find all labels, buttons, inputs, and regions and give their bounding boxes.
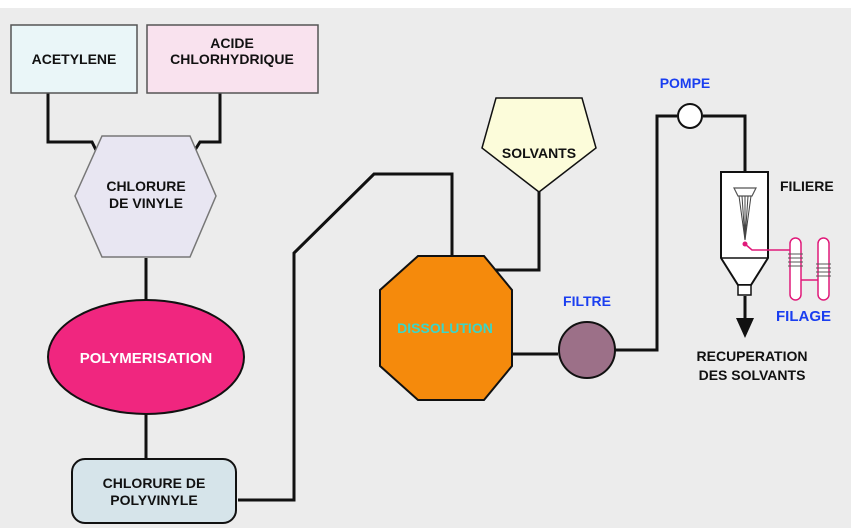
chlorure-vinyle-label-line2: DE VINYLE xyxy=(109,195,183,211)
filage-label: FILAGE xyxy=(776,308,831,325)
filage-roller-2 xyxy=(817,237,830,301)
acide-box xyxy=(146,24,319,94)
line-pompe-to-filiere xyxy=(703,114,747,172)
recuperation-label-line2: DES SOLVANTS xyxy=(699,367,806,383)
top-margin xyxy=(0,0,851,8)
solvants-pentagon xyxy=(481,97,597,193)
acetylene-label: ACETYLENE xyxy=(32,51,117,67)
acetylene-box xyxy=(10,24,138,94)
acide-label-line2: CHLORHYDRIQUE xyxy=(170,51,294,67)
polymerisation-ellipse xyxy=(47,299,245,415)
arrow-down-icon xyxy=(736,318,754,338)
polymerisation-label: POLYMERISATION xyxy=(80,350,213,367)
filtre-label: FILTRE xyxy=(563,293,611,309)
filiere-outlet xyxy=(737,284,752,296)
dissolution-label: DISSOLUTION xyxy=(397,320,493,336)
filtre-circle xyxy=(558,321,616,379)
solvants-label: SOLVANTS xyxy=(502,145,576,161)
filiere-apparatus xyxy=(720,171,831,301)
dissolution-octagon xyxy=(379,255,513,401)
line-pvc-to-dissolution xyxy=(238,172,454,502)
filage-windings xyxy=(788,253,831,277)
chlorure-vinyle-label-line1: CHLORURE xyxy=(106,178,185,194)
chlorure-vinyle-hexagon xyxy=(74,135,217,258)
pvc-label-line1: CHLORURE DE xyxy=(103,475,206,491)
spinneret-icon xyxy=(733,187,757,197)
filament-bundle xyxy=(738,195,752,241)
recuperation-label-line1: RECUPERATION xyxy=(697,348,808,364)
line-solvants-to-dissolution xyxy=(486,192,541,272)
pompe-circle xyxy=(677,103,703,129)
pompe-label: POMPE xyxy=(660,75,711,91)
pvc-label-line2: POLYVINYLE xyxy=(110,492,197,508)
filiere-label: FILIERE xyxy=(780,178,834,194)
filage-roller-1 xyxy=(789,237,802,301)
pvc-box xyxy=(71,458,237,524)
acide-label-line1: ACIDE xyxy=(210,35,254,51)
line-filtre-to-pompe xyxy=(614,114,677,352)
